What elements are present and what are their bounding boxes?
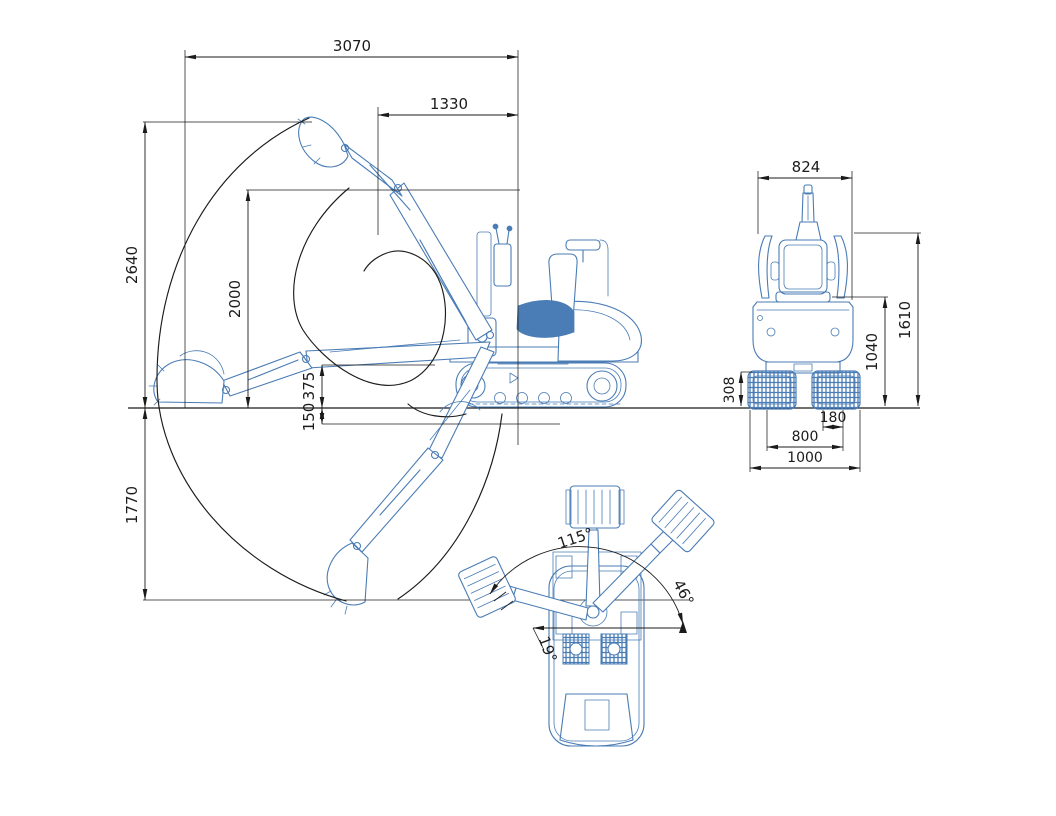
dim-overall-reach-label: 3070 xyxy=(333,37,371,55)
dim-shoe-width-label: 180 xyxy=(820,410,847,426)
dim-overall-height-label: 1610 xyxy=(896,301,914,339)
dim-blade-lift-label: 375 xyxy=(300,372,318,401)
dim-track-height-label: 308 xyxy=(722,377,738,404)
side-view-tracks xyxy=(455,362,627,408)
front-view-dimensions: 824 1610 1040 308 180 800 1000 xyxy=(722,158,921,472)
dim-max-dump-height-label: 2640 xyxy=(123,246,141,284)
dim-body-height-label: 1040 xyxy=(863,333,881,371)
side-view-dimensions: 3070 1330 2640 2000 375 150 1770 xyxy=(123,37,690,601)
bucket-raised xyxy=(298,116,349,168)
top-view-blade xyxy=(559,693,634,747)
dim-upper-width-label: 824 xyxy=(792,158,821,176)
bucket-reach xyxy=(153,359,225,404)
side-view-machine xyxy=(148,116,642,615)
dim-reach-max-height-label: 1330 xyxy=(430,95,468,113)
ground-cross-arc xyxy=(407,403,467,418)
angle-left-swing-label: 19° xyxy=(535,634,561,665)
dim-track-gauge-label: 800 xyxy=(792,429,819,445)
working-range-envelope xyxy=(156,117,503,602)
front-body xyxy=(752,301,854,363)
dig-depth-arc xyxy=(397,413,503,600)
dim-blade-dig-label: 150 xyxy=(300,403,318,432)
front-view-machine xyxy=(747,184,861,410)
front-view-tracks xyxy=(747,370,861,410)
dim-dig-depth-label: 1770 xyxy=(123,486,141,524)
angle-right-swing-label: 46° xyxy=(669,577,697,609)
side-view-body xyxy=(449,223,642,365)
dim-overall-width-label: 1000 xyxy=(787,450,823,466)
bucket-digging xyxy=(326,542,369,606)
boom-pose-reach xyxy=(148,339,491,406)
front-seat-back xyxy=(778,239,828,295)
dim-dump-height-label: 2000 xyxy=(226,280,244,318)
inner-reach-arc xyxy=(293,187,447,386)
outer-reach-arc xyxy=(156,117,347,602)
top-view-boom-left xyxy=(458,556,589,621)
swing-arc xyxy=(489,546,684,625)
seat-cushion xyxy=(516,300,575,338)
boom-pose-raised xyxy=(297,116,495,341)
boom-pose-digging xyxy=(323,346,495,615)
